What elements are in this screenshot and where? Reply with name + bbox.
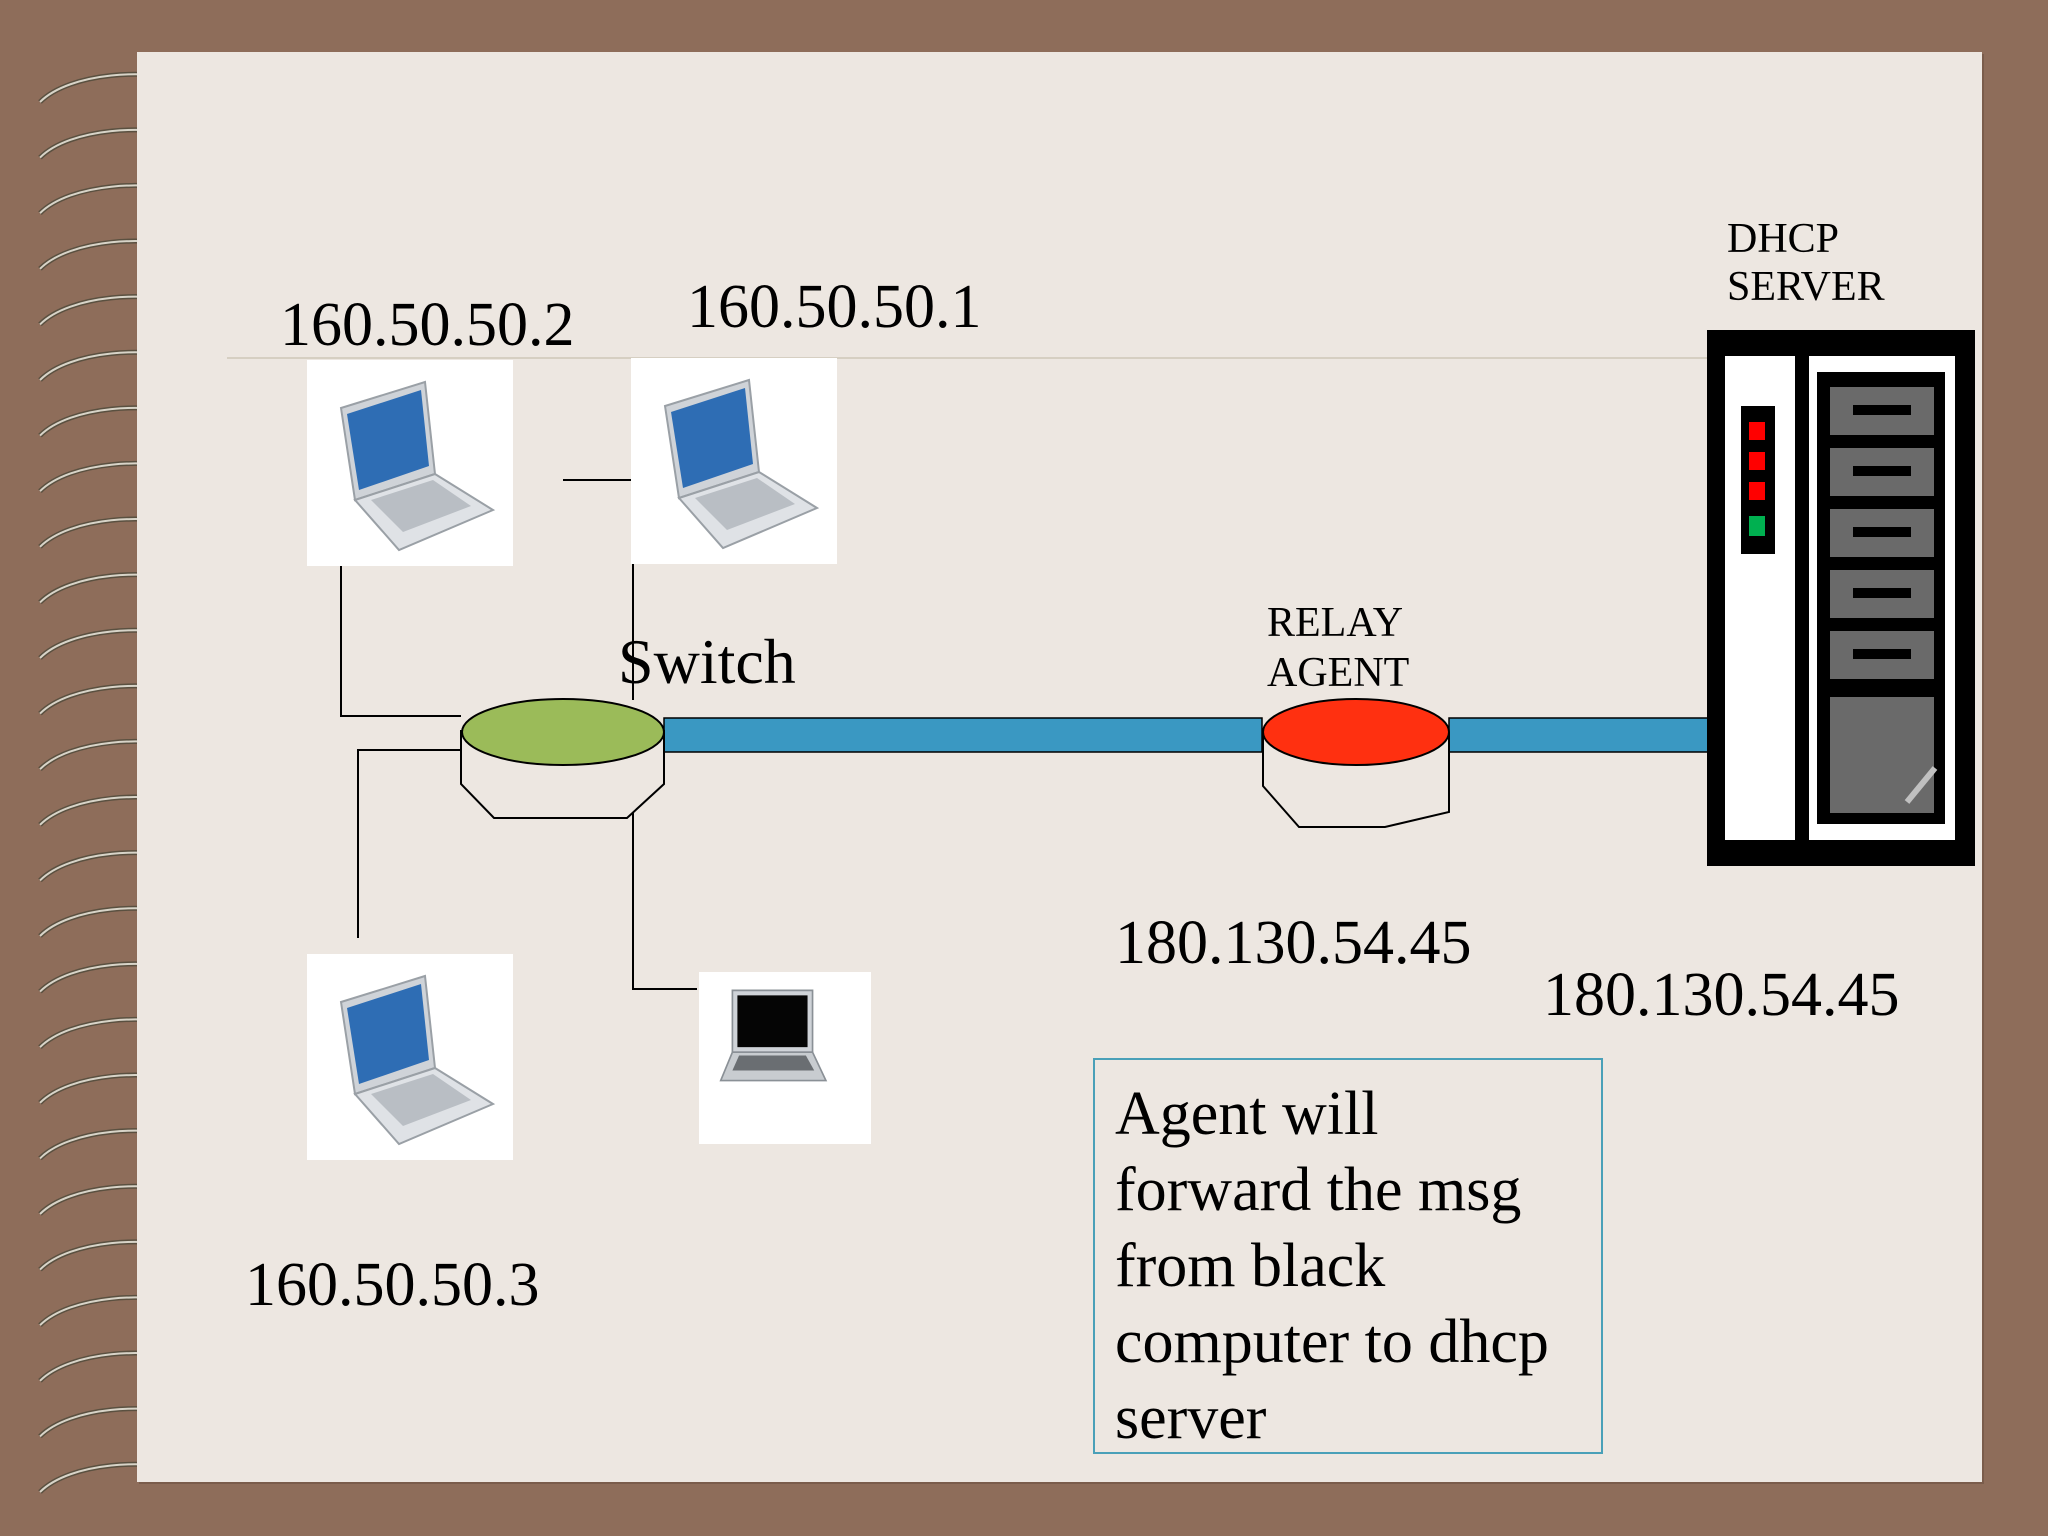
network-diagram [227, 330, 1975, 1160]
laptop-top-right-ip: 160.50.50.1 [687, 273, 982, 341]
dhcp-server-icon [1707, 330, 1975, 866]
laptop-top-right-icon [631, 358, 837, 564]
server-drive-bay [1828, 629, 1936, 681]
laptop-top-left-icon [307, 360, 513, 566]
relay-agent-icon [1262, 698, 1450, 828]
agent-note-box: Agent will forward the msg from black co… [1093, 1058, 1603, 1454]
switch-label: Switch [618, 626, 796, 697]
laptop-black-icon [699, 972, 871, 1144]
link-switch-relay [663, 717, 1263, 753]
dhcp-server-label-line2: SERVER [1727, 264, 1885, 310]
wire-laptop-top-left [340, 546, 461, 717]
relay-agent-label-line2: AGENT [1267, 650, 1410, 696]
laptop-top-left-ip: 160.50.50.2 [280, 291, 575, 359]
wire-laptop-black [632, 772, 697, 990]
link-relay-server [1448, 717, 1710, 753]
server-led-red-2 [1749, 452, 1765, 470]
server-led-green [1749, 516, 1765, 536]
notebook-page: 160.50.50.2 160.50.50.1 160.50.50.3 Swit… [137, 52, 1982, 1482]
server-led-red-3 [1749, 482, 1765, 500]
laptop-bottom-left-icon [307, 954, 513, 1160]
switch-icon [460, 698, 665, 819]
wire-laptop-bottom-left [357, 749, 461, 938]
relay-agent-label-line1: RELAY [1267, 600, 1404, 646]
relay-agent-ip: 180.130.54.45 [1115, 909, 1472, 977]
dhcp-server-ip: 180.130.54.45 [1543, 961, 1900, 1029]
server-led-red-1 [1749, 422, 1765, 440]
laptop-bottom-left-ip: 160.50.50.3 [245, 1251, 540, 1319]
dhcp-server-label-line1: DHCP [1727, 216, 1840, 262]
